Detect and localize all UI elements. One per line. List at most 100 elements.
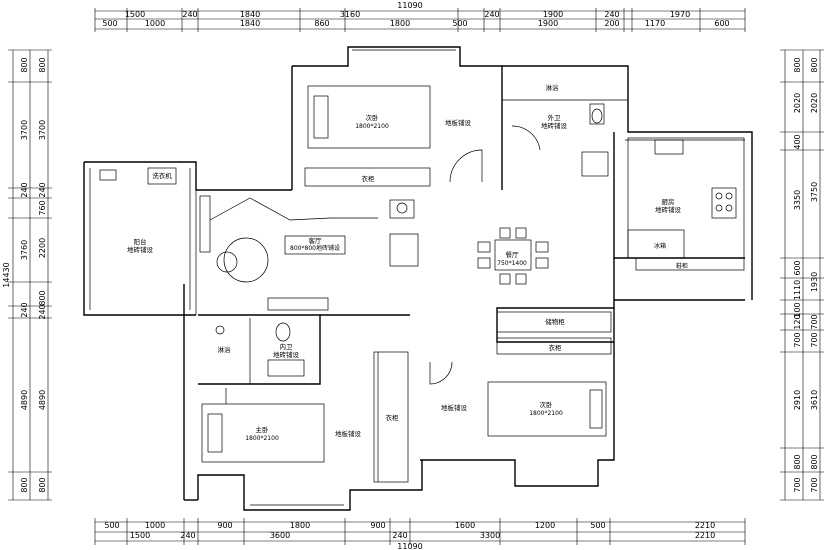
bed-master <box>201 403 325 463</box>
right-outer-dim: 800 <box>810 57 819 72</box>
bottom-row1-dim: 900 <box>217 521 232 530</box>
bottom-row1-dim: 500 <box>590 521 605 530</box>
left-outer-dim: 3760 <box>20 240 29 260</box>
bath-int-shower: 淋浴 <box>218 345 232 354</box>
top-row1-dim: 1840 <box>240 10 260 19</box>
top-row2-dim: 600 <box>714 19 729 28</box>
top-row1-dim: 1500 <box>125 10 145 19</box>
top-row2-dim: 500 <box>102 19 117 28</box>
bottom-row2-dim: 1500 <box>130 531 150 540</box>
bottom-row1-dim: 500 <box>104 521 119 530</box>
master-floor: 地板铺设 <box>335 429 362 438</box>
master-wardrobe: 衣柜 <box>386 413 400 422</box>
bottom-row1-dim: 2210 <box>695 521 715 530</box>
walls <box>83 46 753 511</box>
bedroom-top-size: 1800*2100 <box>355 123 389 130</box>
kitchen-name: 厨房 <box>662 197 675 206</box>
right-outer-dim: 1930 <box>810 272 819 292</box>
living-name: 客厅 <box>309 236 323 245</box>
balcony-name: 阳台 <box>134 237 147 246</box>
bedroom-lower-wardrobe: 衣柜 <box>549 343 563 352</box>
right-inner-dim: 2910 <box>793 390 802 410</box>
top-row2-dim: 1800 <box>390 19 410 28</box>
right-inner-dim: 700 <box>793 477 802 492</box>
left-outer-dim: 240 <box>20 302 29 317</box>
left-inner-dim: 760 <box>38 200 47 215</box>
top-row1-dim: 240 <box>604 10 619 19</box>
master-name: 主卧 <box>256 425 270 434</box>
left-inner-dim: 240 <box>38 304 47 319</box>
right-inner-dim: 100 <box>793 302 802 317</box>
dining-size: 750*1400 <box>497 260 527 267</box>
right-outer-dim: 700 <box>810 314 819 329</box>
right-dimensions: 8002020400335060011101001207002910800700… <box>780 49 824 501</box>
bottom-total-dim: 11090 <box>397 542 422 550</box>
top-row1-dim: 240 <box>182 10 197 19</box>
left-outer-dim: 240 <box>20 182 29 197</box>
bottom-row1-dim: 1000 <box>145 521 165 530</box>
bottom-row1-dim: 900 <box>370 521 385 530</box>
right-inner-dim: 800 <box>793 57 802 72</box>
left-inner-dim: 800 <box>38 57 47 72</box>
top-row2-dim: 1900 <box>538 19 558 28</box>
bedroom-top-floor: 地板铺设 <box>445 118 472 127</box>
right-inner-dim: 120 <box>793 314 802 329</box>
left-inner-dim: 3700 <box>38 120 47 140</box>
right-inner-dim: 3350 <box>793 190 802 210</box>
bath-int-floor: 地砖铺设 <box>273 350 300 359</box>
bedroom-lower-name: 次卧 <box>540 400 554 409</box>
top-row2-dim: 200 <box>604 19 619 28</box>
bedroom-top-wardrobe: 衣柜 <box>362 174 376 183</box>
bottom-row2-dim: 3600 <box>270 531 290 540</box>
master-size: 1800*2100 <box>245 435 279 442</box>
right-outer-dim: 700 <box>810 332 819 347</box>
bottom-row2-dim: 2210 <box>695 531 715 540</box>
bottom-row1-dim: 1800 <box>290 521 310 530</box>
left-inner-dim: 4890 <box>38 390 47 410</box>
bath-ext-name: 外卫 <box>548 113 562 122</box>
balcony-floor: 地砖铺设 <box>127 245 154 254</box>
right-inner-dim: 800 <box>793 454 802 469</box>
top-row2-dim: 860 <box>314 19 329 28</box>
bed-lower <box>487 381 607 437</box>
bottom-row1-dim: 1200 <box>535 521 555 530</box>
bath-ext-shower: 淋浴 <box>546 83 560 92</box>
storage-name: 储物柜 <box>545 317 565 326</box>
washer-icon <box>147 167 177 185</box>
bed-top <box>307 85 431 149</box>
right-inner-dim: 400 <box>793 134 802 149</box>
wardrobe-top <box>304 167 431 187</box>
right-outer-dim: 800 <box>810 454 819 469</box>
living-rug <box>284 235 346 255</box>
top-row2-dim: 1840 <box>240 19 260 28</box>
furniture <box>99 85 737 463</box>
kitchen-fridge: 冰箱 <box>654 242 666 250</box>
top-total-dim: 11090 <box>397 1 422 10</box>
left-inner-dim: 240 <box>38 182 47 197</box>
right-inner-dim: 2020 <box>793 93 802 113</box>
top-row1-dim: 1970 <box>670 10 690 19</box>
left-outer-dim: 800 <box>20 57 29 72</box>
top-row1-dim: 3160 <box>340 10 360 19</box>
balcony-washer: 洗衣机 <box>152 171 172 180</box>
bottom-row2-dim: 240 <box>180 531 195 540</box>
left-outer-dim: 3700 <box>20 120 29 140</box>
top-row2-dim: 500 <box>452 19 467 28</box>
bottom-row2-dim: 3300 <box>480 531 500 540</box>
bath-ext-floor: 地砖铺设 <box>541 121 568 130</box>
right-outer-dim: 3750 <box>810 182 819 202</box>
top-row2-dim: 1170 <box>645 19 665 28</box>
dining-name: 餐厅 <box>506 250 520 259</box>
bottom-dimensions: 500 1000 900 1800 900 1600 1200 500 2210 1500 240… <box>94 518 746 550</box>
right-outer-dim: 2020 <box>810 93 819 113</box>
kitchen-floor: 地砖铺设 <box>655 205 682 214</box>
left-inner-dim: 2200 <box>38 238 47 258</box>
left-outer-dim: 800 <box>20 477 29 492</box>
right-inner-dim: 600 <box>793 260 802 275</box>
left-inner-dim: 800 <box>38 290 47 305</box>
left-outer-dim: 4890 <box>20 390 29 410</box>
bottom-row1-dim: 1600 <box>455 521 475 530</box>
living-floor: 800*800地砖铺设 <box>290 244 340 252</box>
